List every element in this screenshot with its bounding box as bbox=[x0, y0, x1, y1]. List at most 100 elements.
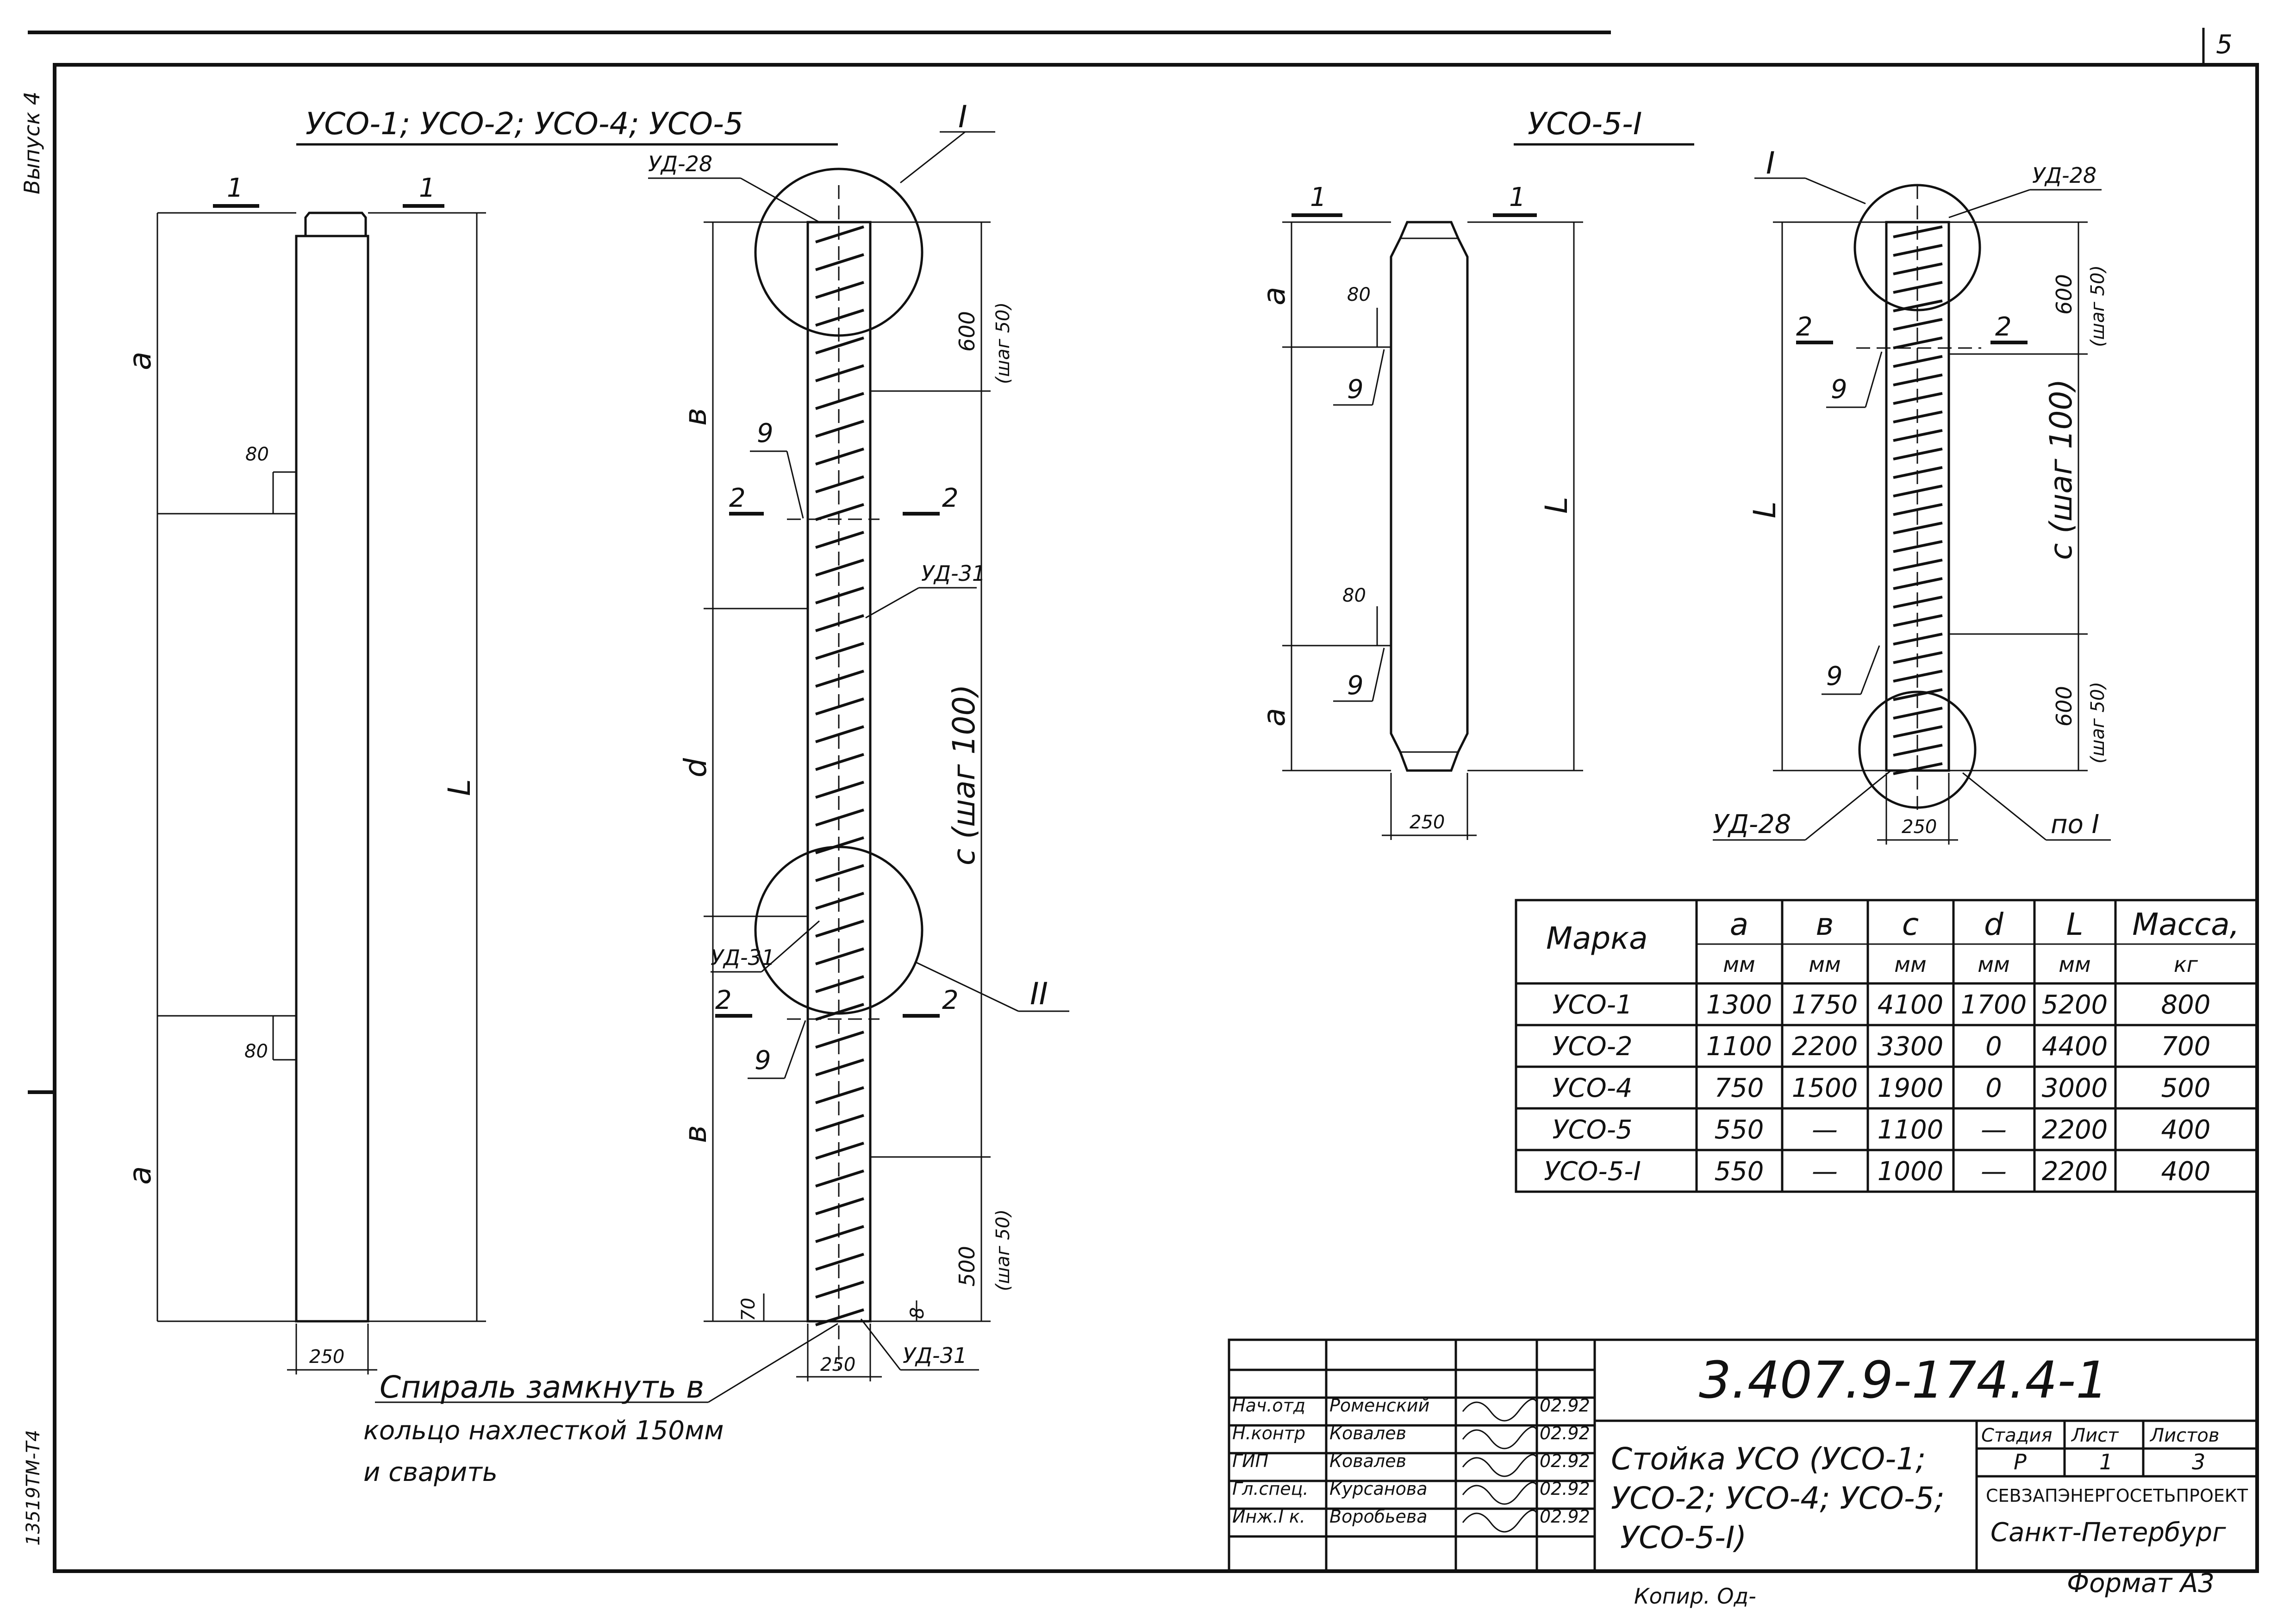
table-header-col: в bbox=[1816, 907, 1834, 942]
dim-a-right-top: a bbox=[1256, 287, 1292, 305]
sheet-frame: 5 Выпуск 4 13519ТМ-Т4 bbox=[19, 28, 2259, 1573]
signer-date: 02.92 bbox=[1540, 1506, 1590, 1527]
stage-header: Стадия bbox=[1981, 1425, 2052, 1446]
table-cell: 1750 bbox=[1792, 990, 1858, 1020]
note-line-2: кольцо нахлесткой 150мм bbox=[363, 1416, 724, 1446]
label-9-lower: 9 bbox=[755, 1045, 771, 1076]
dim-a-top: a bbox=[122, 352, 158, 370]
table-cell: 4100 bbox=[1878, 990, 1944, 1020]
post-elevation-plain: 1 1 a a 80 80 L 250 bbox=[122, 173, 486, 1374]
table-cell: 1700 bbox=[1961, 990, 2027, 1020]
table-cell: 5200 bbox=[2042, 990, 2108, 1020]
table-cell: 2200 bbox=[1792, 1032, 1858, 1062]
label-ud28-top: УД-28 bbox=[648, 151, 712, 176]
city: Санкт-Петербург bbox=[1990, 1517, 2226, 1548]
signer-name: Ковалев bbox=[1329, 1451, 1406, 1471]
dim-8: 8 bbox=[907, 1307, 928, 1319]
table-cell: 500 bbox=[2161, 1073, 2211, 1103]
label-9-r2-top: 9 bbox=[1831, 374, 1847, 404]
signer-date: 02.92 bbox=[1540, 1451, 1590, 1471]
left-view-title: УСО-1; УСО-2; УСО-4; УСО-5 bbox=[306, 106, 743, 142]
table-header-unit: мм bbox=[1723, 952, 1755, 977]
table-header-mark: Марка bbox=[1546, 920, 1648, 956]
table-cell: УСО-2 bbox=[1552, 1032, 1632, 1062]
dim-600-mid: 600 bbox=[955, 311, 980, 352]
dim-600-step-r-bottom: (шаг 50) bbox=[2087, 682, 2109, 764]
dim-l-left: L bbox=[442, 779, 477, 796]
label-9-right-bottom: 9 bbox=[1347, 671, 1364, 701]
table-cell: — bbox=[1981, 1157, 2007, 1187]
signer-role: ГИП bbox=[1232, 1451, 1268, 1471]
sheet-header: Лист bbox=[2071, 1425, 2119, 1446]
dim-80-bottom: 80 bbox=[244, 1041, 268, 1062]
dim-500-mid: 500 bbox=[955, 1246, 980, 1287]
table-cell: 0 bbox=[1985, 1032, 2002, 1062]
table-header-unit: мм bbox=[1978, 952, 2009, 977]
table-cell: 1500 bbox=[1792, 1073, 1858, 1103]
label-po-I: по I bbox=[2051, 809, 2099, 839]
title-block: 3.407.9-174.4-1 Стойка УСО (УСО-1; УСО-2… bbox=[1228, 1338, 2258, 1609]
signer-date: 02.92 bbox=[1540, 1423, 1590, 1443]
dim-250-mid: 250 bbox=[820, 1354, 855, 1375]
table-cell: УСО-5 bbox=[1552, 1115, 1632, 1145]
table-header-unit: мм bbox=[1894, 952, 1926, 977]
table-cell: УСО-1 bbox=[1552, 990, 1632, 1020]
post-uso5i-plain: 1 1 a a 80 80 9 9 L 250 bbox=[1256, 182, 1583, 840]
table-cell: — bbox=[1981, 1115, 2007, 1145]
section-1-right-a: 1 bbox=[1310, 182, 1327, 212]
dim-c-mid: с (шаг 100) bbox=[946, 684, 982, 865]
section-2-right-b: 2 bbox=[1995, 312, 2012, 342]
copied-mark: Копир. Од- bbox=[1634, 1584, 1756, 1609]
table-cell: 1000 bbox=[1878, 1157, 1944, 1187]
signer-role: Гл.спец. bbox=[1232, 1479, 1309, 1499]
dim-70: 70 bbox=[738, 1298, 759, 1321]
table-cell: 3300 bbox=[1878, 1032, 1944, 1062]
sheets-value: 3 bbox=[2192, 1449, 2205, 1474]
label-ud31-bottom: УД-31 bbox=[903, 1343, 967, 1368]
table-header-unit: мм bbox=[1809, 952, 1841, 977]
right-view-title: УСО-5-I bbox=[1528, 106, 1642, 142]
table-cell: 4400 bbox=[2042, 1032, 2108, 1062]
table-cell: 1300 bbox=[1706, 990, 1772, 1020]
post-uso5i-reinforced: I УД-28 УД-28 по I 9 9 2 2 L 600 (шаг 50… bbox=[1713, 145, 2111, 845]
dim-600-r-top: 600 bbox=[2052, 274, 2077, 315]
dim-250-right: 250 bbox=[1410, 812, 1445, 833]
section-2-lower-a: 2 bbox=[715, 985, 732, 1015]
signer-role: Н.контр bbox=[1232, 1423, 1305, 1443]
post-elevation-reinforced: I II УД-28 УД-31 УД-31 УД-31 9 9 2 2 bbox=[375, 99, 1069, 1403]
table-header-col: a bbox=[1730, 907, 1748, 942]
doc-name-line-1: Стойка УСО (УСО-1; bbox=[1611, 1441, 1926, 1477]
dim-600-step-mid: (шаг 50) bbox=[992, 302, 1014, 384]
dim-d: d bbox=[678, 758, 713, 777]
signer-name: Воробьева bbox=[1329, 1506, 1428, 1527]
table-header-col: d bbox=[1984, 907, 2004, 942]
dim-l-right: L bbox=[1539, 497, 1574, 514]
signer-name: Роменский bbox=[1329, 1395, 1429, 1416]
page-number: 5 bbox=[2216, 30, 2233, 60]
dim-80-right-top: 80 bbox=[1347, 284, 1371, 305]
signer-role: Нач.отд bbox=[1232, 1395, 1305, 1416]
label-9-right-top: 9 bbox=[1347, 374, 1364, 404]
dim-80-top: 80 bbox=[245, 444, 269, 465]
signer-date: 02.92 bbox=[1540, 1479, 1590, 1499]
table-cell: 2200 bbox=[2042, 1157, 2108, 1187]
section-2-upper-a: 2 bbox=[729, 483, 746, 513]
callout-II-mid: II bbox=[1030, 976, 1048, 1012]
table-cell: УСО-4 bbox=[1552, 1073, 1632, 1103]
format-label: Формат А3 bbox=[2067, 1568, 2215, 1598]
dim-a-right-bottom: a bbox=[1256, 708, 1292, 727]
signer-name: Ковалев bbox=[1329, 1423, 1406, 1443]
section-1-left-a: 1 bbox=[227, 173, 243, 203]
dim-500-step-mid: (шаг 50) bbox=[992, 1209, 1014, 1291]
dim-b-top: в bbox=[678, 408, 713, 426]
callout-I-right: I bbox=[1766, 145, 1775, 181]
signer-name: Курсанова bbox=[1329, 1479, 1428, 1499]
dim-600-step-r-top: (шаг 50) bbox=[2087, 265, 2109, 347]
signer-role: Инж.I к. bbox=[1232, 1506, 1305, 1527]
table-cell: 550 bbox=[1715, 1115, 1764, 1145]
table-cell: 400 bbox=[2161, 1115, 2211, 1145]
spiral-reinforcement-right bbox=[1893, 225, 1943, 775]
table-header-col: Масса, bbox=[2132, 907, 2239, 942]
callout-I-mid: I bbox=[958, 99, 967, 135]
